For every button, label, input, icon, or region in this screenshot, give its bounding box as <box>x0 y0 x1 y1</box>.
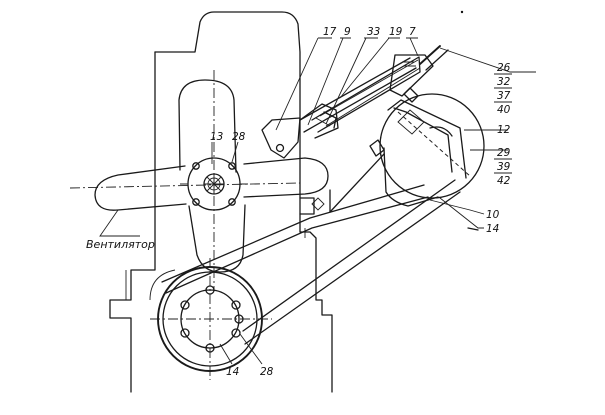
label-dividers-mid <box>494 158 512 174</box>
label-28-top: 28 <box>232 131 246 143</box>
label-7: 7 <box>409 26 416 38</box>
crankshaft-pulley <box>150 258 272 380</box>
fan-hub <box>180 157 248 211</box>
label-40: 40 <box>497 104 511 116</box>
label-33: 33 <box>367 26 380 38</box>
label-37: 37 <box>497 90 511 102</box>
label-14-bottom: 14 <box>226 366 239 378</box>
tension-bracket <box>261 45 449 159</box>
label-39: 39 <box>497 161 511 173</box>
fan-blades <box>69 70 329 290</box>
label-13: 13 <box>210 131 223 143</box>
label-9: 9 <box>344 26 351 38</box>
leader-lines <box>99 37 536 365</box>
speck <box>460 10 464 14</box>
label-32: 32 <box>497 76 511 88</box>
label-12: 12 <box>497 124 511 136</box>
fan-caption: Вентилятор <box>86 238 155 251</box>
label-26: 26 <box>497 62 511 74</box>
label-dividers-top <box>494 73 512 103</box>
label-42: 42 <box>497 175 511 187</box>
label-17: 17 <box>323 26 337 38</box>
label-14-right: 14 <box>486 223 499 235</box>
label-29: 29 <box>497 147 511 159</box>
generator <box>379 93 485 207</box>
label-28-bottom: 28 <box>260 366 274 378</box>
engine-block-outline <box>109 11 333 393</box>
stray-mark <box>467 227 479 231</box>
drive-belt <box>149 179 461 345</box>
label-19: 19 <box>389 26 403 38</box>
generator-mount-arm <box>299 139 385 215</box>
callout-labels: 17 9 33 19 7 26 32 37 40 12 29 39 42 10 … <box>86 26 512 378</box>
label-10: 10 <box>486 209 500 221</box>
